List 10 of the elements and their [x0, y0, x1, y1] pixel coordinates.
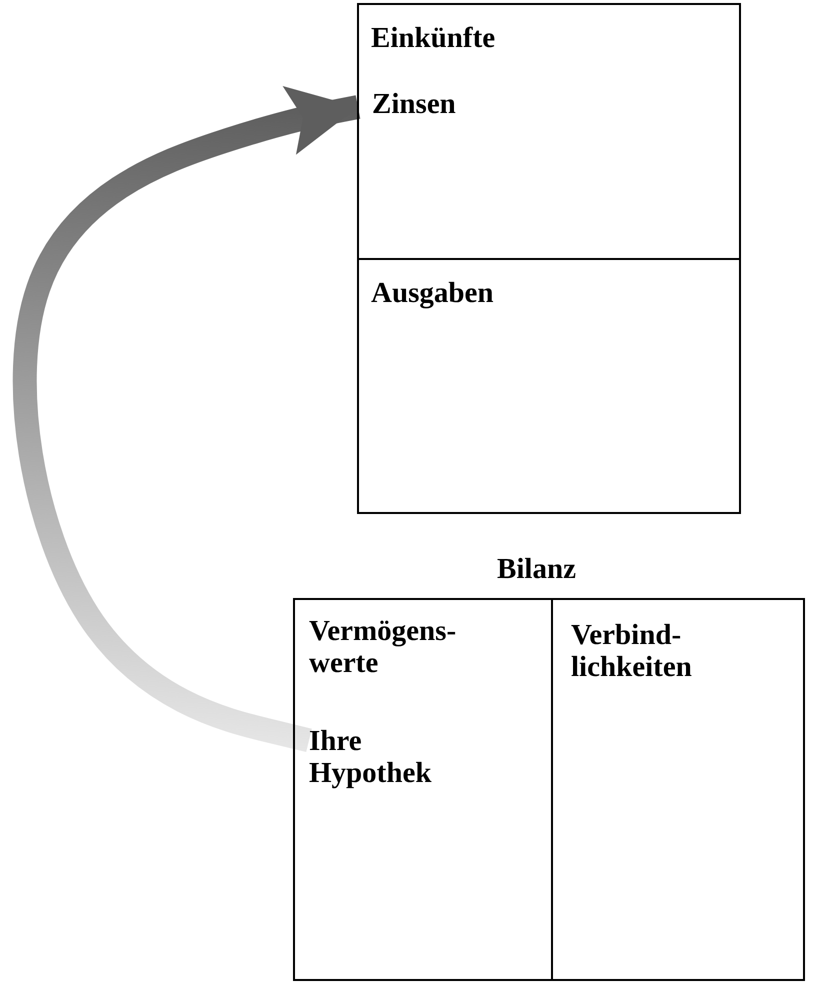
income-section [357, 3, 741, 260]
label-text: Ihre Hypothek [309, 726, 432, 790]
section-heading: Bilanz [497, 554, 576, 586]
section-heading: Verbind- lichkeiten [571, 620, 693, 684]
label-text: Zinsen [372, 89, 456, 121]
expense-section [357, 258, 741, 514]
section-heading: Ausgaben [371, 278, 494, 310]
label-text: Vermögens- werte [309, 616, 458, 680]
section-heading: Einkünfte [371, 23, 496, 55]
curved-arrow [13, 86, 360, 752]
